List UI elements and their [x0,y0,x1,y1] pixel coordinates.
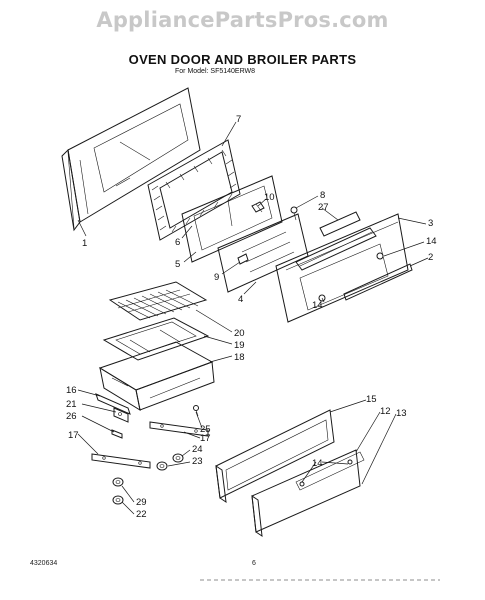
callout-2: 2 [428,252,433,263]
part-broiler-grid [108,281,208,321]
part-broiler-drawer [98,341,215,412]
part-door-gasket [147,139,241,241]
callout-3: 3 [428,218,433,229]
part-screw-8 [290,206,298,221]
callout-9: 9 [214,272,219,283]
part-bracket-9 [237,253,249,265]
callout-7: 7 [236,114,241,125]
callout-26: 26 [66,411,77,422]
watermark: AppliancePartsPros.com [96,8,389,32]
callout-29: 29 [136,497,147,508]
callout-14-upper: 14 [426,236,437,247]
part-rail-17-upper [149,421,209,437]
footer-part-code: 4320634 [30,560,58,567]
callout-4: 4 [238,294,243,305]
callout-20: 20 [234,328,245,339]
callout-1: 1 [82,238,87,249]
callout-24: 24 [192,444,203,455]
part-drawer-front-12 [251,449,365,538]
callout-27: 27 [318,202,329,213]
callout-6: 6 [175,237,180,248]
part-rail-17-lower [91,453,151,469]
callout-17-upper: 17 [200,433,211,444]
part-roller-23 [156,461,168,471]
callout-14-door: 14 [312,300,323,311]
callout-19: 19 [234,340,245,351]
callout-10: 10 [264,192,275,203]
callout-labels: 7 1 10 8 27 3 6 5 14 2 9 4 14 20 19 18 1… [66,114,437,520]
callout-21: 21 [66,399,77,410]
part-door-handle [295,227,377,271]
part-screw-25 [193,405,199,417]
part-ignitor-16 [95,393,131,415]
callout-17-lower: 17 [68,430,79,441]
callout-18: 18 [234,352,245,363]
callout-25: 25 [200,424,211,435]
model-subtitle: For Model: SF5140ERW8 [175,68,256,75]
callout-14-drawer: 14 [312,458,323,469]
callout-16: 16 [66,385,77,396]
callout-15: 15 [366,394,377,405]
part-drawer-front-15 [215,409,335,504]
callout-8: 8 [320,190,325,201]
part-broiler-pan [102,317,210,361]
page-title: OVEN DOOR AND BROILER PARTS [128,52,357,67]
callout-23: 23 [192,456,203,467]
footer-page-number: 6 [252,560,256,567]
part-door-trim-2 [343,263,413,301]
part-inner-glass [217,213,309,293]
callout-5: 5 [175,259,180,270]
part-screw-26 [111,429,123,439]
part-roller-24 [172,453,184,463]
part-door-panel-3 [275,213,409,323]
part-clip-10 [251,201,265,213]
part-roller-22 [112,495,124,505]
leader-lines [77,121,429,515]
part-roller-29 [112,477,124,487]
part-outer-door [61,87,201,232]
part-clip-21 [113,407,129,423]
callout-12: 12 [380,406,391,417]
part-window-frame [181,175,283,263]
callout-22: 22 [136,509,147,520]
callout-13: 13 [396,408,407,419]
part-handle-27 [319,211,361,237]
